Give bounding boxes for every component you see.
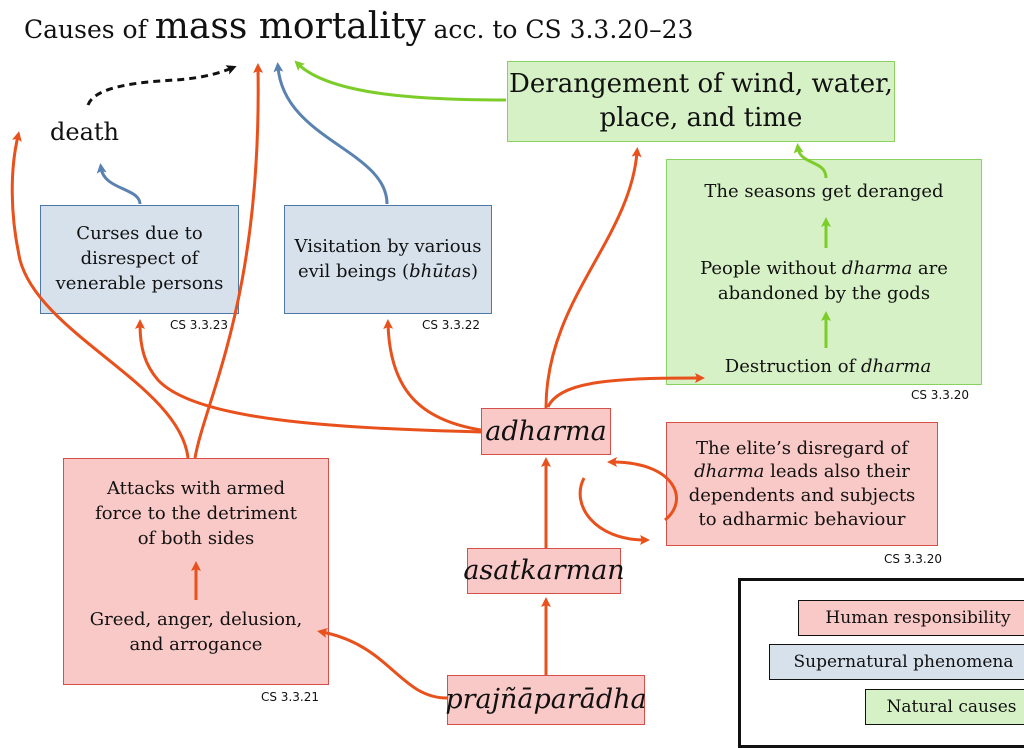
ref-elite: CS 3.3.20 (884, 552, 942, 566)
destruction-node: Destruction of dharma (708, 355, 948, 380)
arrow-prajnaparadha-to-greed (317, 628, 448, 700)
arrow-adharma-to-destruction (546, 373, 705, 408)
elite-line1: The elite’s disregard of (695, 437, 909, 459)
natural-causes-panel (666, 159, 982, 385)
page-title: Causes of mass mortality acc. to CS 3.3.… (24, 6, 693, 47)
arrow-loop-to-elite (578, 477, 650, 545)
legend-natural-label: Natural causes (886, 697, 1017, 717)
title-prefix: Causes of (24, 15, 147, 44)
arrow-seasons-to-derangement (793, 143, 828, 179)
greed-line2: and arrogance (129, 633, 263, 655)
legend-human-label: Human responsibility (825, 608, 1011, 628)
arrow-visitation-to-mortality (273, 62, 389, 205)
prajnaparadha-label: prajñāparādha (445, 684, 647, 716)
attacks-line2: force to the detriment (95, 502, 297, 524)
elite-line3: dependents and subjects (688, 485, 916, 506)
legend-supernatural-label: Supernatural phenomena (793, 652, 1014, 672)
visitation-line2-suffix: s) (461, 260, 479, 282)
arrow-adharma-to-curses (135, 319, 482, 434)
visitation-line2: evil beings (bhūtas) (298, 260, 478, 285)
visitation-box: Visitation by various evil beings (bhūta… (284, 205, 492, 314)
legend: Human responsibility Supernatural phenom… (738, 578, 1024, 748)
elite-line2: dharma leads also their (694, 460, 910, 484)
abandoned-node: People without dharma are abandoned by t… (666, 257, 982, 307)
curses-line2: disrespect of (80, 248, 199, 270)
title-main: mass mortality (154, 6, 426, 47)
asatkarman-box: asatkarman (463, 548, 625, 594)
legend-supernatural: Supernatural phenomena (769, 644, 1024, 680)
abandoned-line1-prefix: People without (700, 258, 842, 279)
arrow-elite-to-adharma (607, 457, 678, 522)
arrow-death-to-mortality (86, 65, 237, 106)
curses-line1: Curses due to (76, 223, 203, 245)
elite-line2-italic: dharma (694, 461, 765, 483)
ref-visitation: CS 3.3.22 (422, 318, 480, 332)
abandoned-line1-suffix: are (912, 258, 948, 279)
arrow-attacks-to-mortality (193, 63, 264, 459)
adharma-box: adharma (481, 408, 611, 455)
ref-attacks: CS 3.3.21 (261, 690, 319, 704)
arrow-derangement-to-mortality (294, 60, 507, 102)
arrow-adharma-to-derangement (544, 147, 642, 409)
ref-curses: CS 3.3.23 (170, 318, 228, 332)
arrow-attacks-to-death (10, 131, 190, 459)
legend-natural: Natural causes (865, 689, 1024, 725)
destruction-prefix: Destruction of (724, 356, 861, 377)
visitation-line2-prefix: evil beings ( (297, 260, 410, 282)
title-suffix: acc. to CS 3.3.20–23 (433, 15, 694, 44)
visitation-line2-italic: bhūta (409, 260, 462, 282)
prajnaparadha-box: prajñāparādha (445, 675, 647, 725)
attacks-line3: of both sides (137, 527, 255, 549)
ref-natural: CS 3.3.20 (911, 388, 969, 402)
abandoned-line1: People without dharma are (666, 257, 982, 282)
arrow-adharma-to-visitation (383, 319, 482, 432)
seasons-node: The seasons get deranged (704, 181, 944, 202)
arrow-curses-to-death (96, 163, 142, 205)
asatkarman-label: asatkarman (463, 555, 625, 587)
derangement-line1: Derangement of wind, water, (509, 68, 893, 99)
greed-node: Greed, anger, delusion, and arrogance (63, 608, 329, 658)
destruction-italic: dharma (860, 356, 932, 377)
elite-line2-suffix: leads also their (764, 461, 910, 483)
greed-line1: Greed, anger, delusion, (89, 609, 303, 630)
adharma-label: adharma (485, 415, 607, 447)
elite-line4: to adharmic behaviour (698, 508, 906, 530)
derangement-box: Derangement of wind, water, place, and t… (507, 61, 895, 142)
abandoned-line1-italic: dharma (841, 258, 913, 279)
attacks-node: Attacks with armed force to the detrimen… (63, 477, 329, 551)
elite-box: The elite’s disregard of dharma leads al… (666, 422, 938, 546)
attacks-line1: Attacks with armed (106, 478, 286, 499)
arrows-layer (10, 60, 831, 700)
curses-box: Curses due to disrespect of venerable pe… (40, 205, 239, 314)
death-node: death (50, 118, 119, 146)
legend-human: Human responsibility (798, 600, 1024, 636)
curses-line3: venerable persons (55, 272, 224, 294)
derangement-line2: place, and time (599, 102, 803, 133)
visitation-line1: Visitation by various (294, 235, 482, 257)
abandoned-line2: abandoned by the gods (717, 282, 931, 304)
